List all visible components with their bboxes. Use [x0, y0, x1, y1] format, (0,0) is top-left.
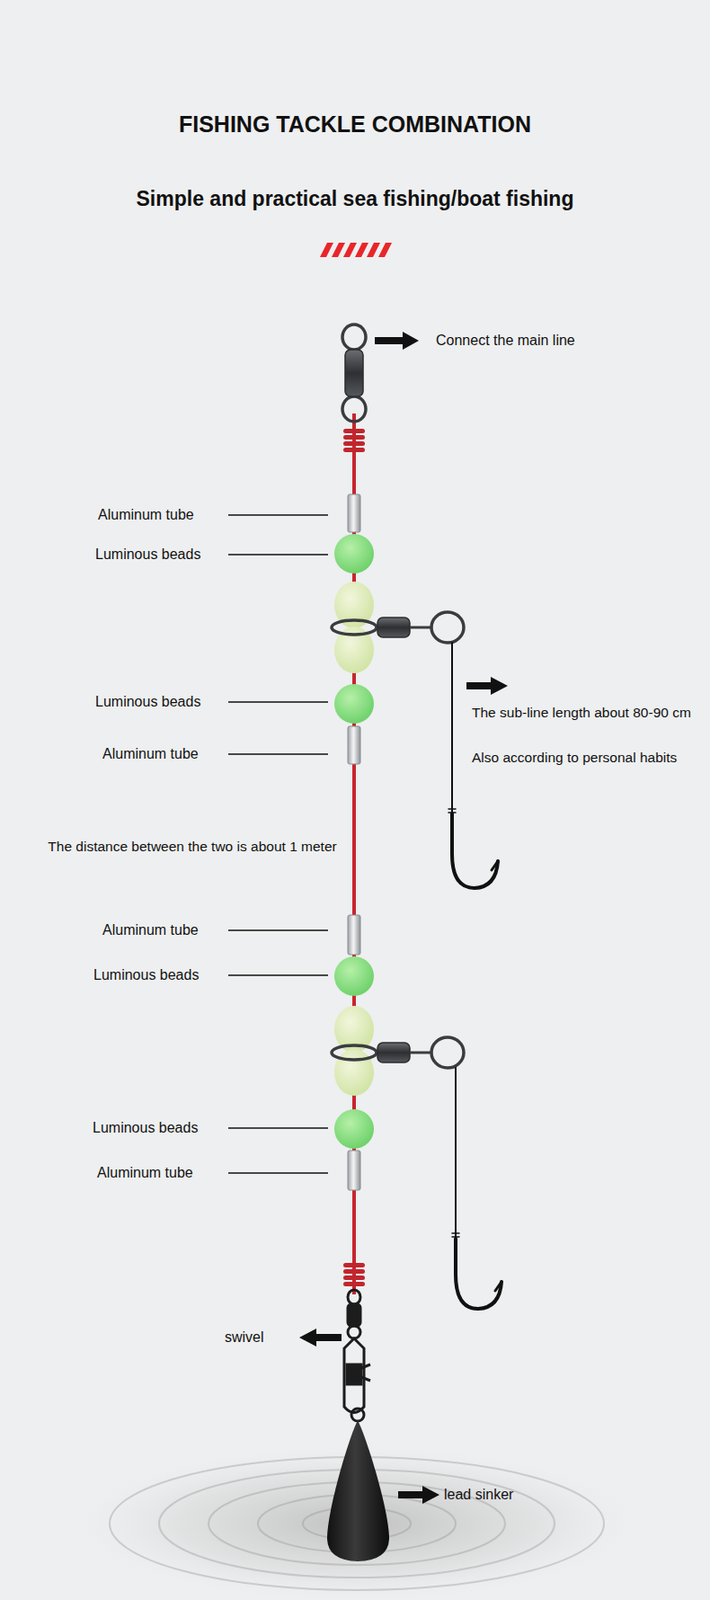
part-label: swivel: [224, 1328, 265, 1346]
snap-swivel: [344, 1289, 371, 1413]
pointer-arrows: [299, 331, 508, 1504]
diagram-title: FISHING TACKLE COMBINATION: [178, 110, 532, 138]
part-label: Aluminum tube: [102, 921, 199, 939]
bead-group-upper: [334, 533, 374, 724]
branch-swivel-upper: [331, 612, 464, 643]
part-label: Luminous beads: [95, 545, 201, 563]
part-label: Luminous beads: [93, 966, 199, 984]
part-label: Connect the main line: [435, 331, 576, 349]
diagram-subtitle: Simple and practical sea fishing/boat fi…: [136, 186, 575, 213]
part-label: Luminous beads: [95, 692, 201, 710]
bead-group-lower: [334, 956, 374, 1149]
top-swivel: [342, 324, 366, 422]
lead-sinker: [327, 1408, 390, 1562]
hook-lower: [452, 1067, 502, 1309]
part-label: The distance between the two is about 1 …: [47, 838, 337, 856]
part-label: Luminous beads: [92, 1118, 198, 1136]
part-label: lead sinker: [443, 1485, 514, 1503]
part-label: Aluminum tube: [102, 745, 199, 763]
part-label: Aluminum tube: [97, 505, 195, 524]
branch-swivel-lower: [331, 1037, 464, 1068]
part-label: The sub-line length about 80-90 cm: [471, 704, 692, 722]
part-label: Also according to personal habits: [471, 749, 677, 767]
hook-upper: [448, 642, 498, 888]
part-label: Aluminum tube: [97, 1163, 194, 1181]
decor-stripes: [319, 242, 392, 258]
